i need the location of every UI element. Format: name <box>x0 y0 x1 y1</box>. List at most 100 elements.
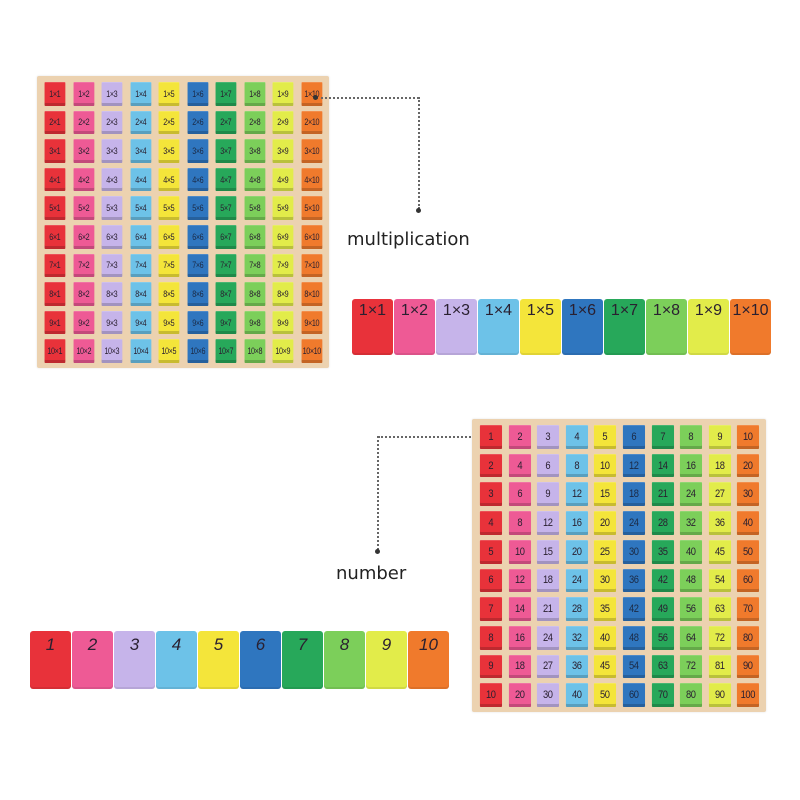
multiplication-tile[interactable]: 8×8 <box>244 282 265 306</box>
multiplication-strip-block[interactable]: 1×5 <box>520 299 561 355</box>
multiplication-tile[interactable]: 6×8 <box>244 225 265 249</box>
number-tile[interactable]: 45 <box>594 654 617 679</box>
multiplication-tile[interactable]: 10×1 <box>44 339 65 363</box>
number-tile[interactable]: 90 <box>737 654 760 679</box>
number-tile[interactable]: 7 <box>651 425 674 449</box>
multiplication-tile[interactable]: 10×2 <box>73 339 94 363</box>
number-tile[interactable]: 40 <box>594 625 617 650</box>
multiplication-tile[interactable]: 6×6 <box>187 225 208 249</box>
multiplication-tile[interactable]: 2×1 <box>44 110 65 135</box>
number-tile[interactable]: 21 <box>651 482 674 507</box>
multiplication-tile[interactable]: 5×5 <box>158 196 179 220</box>
number-tile[interactable]: 40 <box>680 539 702 564</box>
number-strip-block[interactable]: 4 <box>156 631 197 689</box>
multiplication-strip-block[interactable]: 1×3 <box>436 299 477 355</box>
number-tile[interactable]: 36 <box>708 511 731 535</box>
multiplication-tile[interactable]: 3×7 <box>215 139 236 163</box>
multiplication-tile[interactable]: 1×9 <box>272 82 293 106</box>
number-tile[interactable]: 27 <box>708 482 731 507</box>
multiplication-tile[interactable]: 8×6 <box>187 282 208 306</box>
number-tile[interactable]: 45 <box>708 539 731 564</box>
number-tile[interactable]: 20 <box>565 539 588 564</box>
multiplication-tile[interactable]: 5×3 <box>101 196 122 220</box>
multiplication-tile[interactable]: 8×4 <box>130 282 151 306</box>
number-tile[interactable]: 80 <box>680 683 702 707</box>
multiplication-strip-block[interactable]: 1×4 <box>478 299 519 355</box>
number-tile[interactable]: 3 <box>537 425 559 449</box>
multiplication-tile[interactable]: 5×2 <box>73 196 94 220</box>
number-tile[interactable]: 15 <box>537 539 559 564</box>
multiplication-tile[interactable]: 7×5 <box>158 253 179 278</box>
number-tile[interactable]: 5 <box>594 425 617 449</box>
multiplication-tile[interactable]: 9×3 <box>101 310 122 335</box>
number-tile[interactable]: 32 <box>680 511 702 535</box>
number-tile[interactable]: 35 <box>594 597 617 621</box>
multiplication-tile[interactable]: 3×5 <box>158 139 179 163</box>
number-tile[interactable]: 50 <box>594 683 617 707</box>
multiplication-tile[interactable]: 6×1 <box>44 225 65 249</box>
multiplication-tile[interactable]: 9×10 <box>301 310 322 335</box>
number-tile[interactable]: 1 <box>479 425 502 449</box>
number-tile[interactable]: 48 <box>622 625 645 650</box>
multiplication-tile[interactable]: 2×5 <box>158 110 179 135</box>
number-tile[interactable]: 32 <box>565 625 588 650</box>
number-tile[interactable]: 5 <box>479 539 502 564</box>
multiplication-tile[interactable]: 2×2 <box>73 110 94 135</box>
multiplication-tile[interactable]: 7×2 <box>73 253 94 278</box>
number-tile[interactable]: 60 <box>737 568 760 593</box>
multiplication-strip-block[interactable]: 1×10 <box>730 299 771 355</box>
multiplication-tile[interactable]: 1×7 <box>215 82 236 106</box>
multiplication-tile[interactable]: 10×10 <box>301 339 322 363</box>
multiplication-tile[interactable]: 2×9 <box>272 110 293 135</box>
multiplication-tile[interactable]: 4×6 <box>187 167 208 192</box>
multiplication-tile[interactable]: 10×3 <box>101 339 122 363</box>
multiplication-tile[interactable]: 5×10 <box>301 196 322 220</box>
multiplication-tile[interactable]: 4×2 <box>73 167 94 192</box>
multiplication-tile[interactable]: 1×2 <box>73 82 94 106</box>
number-strip-block[interactable]: 2 <box>72 631 113 689</box>
multiplication-tile[interactable]: 8×9 <box>272 282 293 306</box>
multiplication-tile[interactable]: 4×5 <box>158 167 179 192</box>
number-tile[interactable]: 28 <box>651 511 674 535</box>
number-tile[interactable]: 72 <box>680 654 702 679</box>
multiplication-tile[interactable]: 9×1 <box>44 310 65 335</box>
multiplication-tile[interactable]: 9×2 <box>73 310 94 335</box>
number-tile[interactable]: 24 <box>622 511 645 535</box>
number-tile[interactable]: 3 <box>479 482 502 507</box>
multiplication-tile[interactable]: 6×10 <box>301 225 322 249</box>
multiplication-tile[interactable]: 1×5 <box>158 82 179 106</box>
multiplication-tile[interactable]: 2×6 <box>187 110 208 135</box>
multiplication-tile[interactable]: 3×9 <box>272 139 293 163</box>
multiplication-tile[interactable]: 4×8 <box>244 167 265 192</box>
number-tile[interactable]: 24 <box>680 482 702 507</box>
multiplication-tile[interactable]: 6×9 <box>272 225 293 249</box>
multiplication-tile[interactable]: 6×7 <box>215 225 236 249</box>
number-tile[interactable]: 8 <box>565 453 588 478</box>
number-tile[interactable]: 48 <box>680 568 702 593</box>
multiplication-tile[interactable]: 3×4 <box>130 139 151 163</box>
multiplication-tile[interactable]: 5×4 <box>130 196 151 220</box>
number-tile[interactable]: 54 <box>708 568 731 593</box>
number-tile[interactable]: 2 <box>508 425 531 449</box>
multiplication-tile[interactable]: 10×6 <box>187 339 208 363</box>
multiplication-tile[interactable]: 7×7 <box>215 253 236 278</box>
multiplication-tile[interactable]: 2×3 <box>101 110 122 135</box>
number-tile[interactable]: 20 <box>594 511 617 535</box>
multiplication-tile[interactable]: 7×8 <box>244 253 265 278</box>
multiplication-tile[interactable]: 5×6 <box>187 196 208 220</box>
multiplication-tile[interactable]: 10×4 <box>130 339 151 363</box>
number-tile[interactable]: 81 <box>708 654 731 679</box>
multiplication-tile[interactable]: 3×8 <box>244 139 265 163</box>
number-tile[interactable]: 25 <box>594 539 617 564</box>
number-tile[interactable]: 63 <box>651 654 674 679</box>
number-tile[interactable]: 90 <box>708 683 731 707</box>
number-tile[interactable]: 42 <box>622 597 645 621</box>
multiplication-tile[interactable]: 6×2 <box>73 225 94 249</box>
multiplication-tile[interactable]: 3×3 <box>101 139 122 163</box>
multiplication-tile[interactable]: 9×4 <box>130 310 151 335</box>
multiplication-strip-block[interactable]: 1×9 <box>688 299 729 355</box>
number-tile[interactable]: 27 <box>537 654 559 679</box>
number-tile[interactable]: 56 <box>651 625 674 650</box>
number-tile[interactable]: 20 <box>737 453 760 478</box>
number-strip-block[interactable]: 5 <box>198 631 239 689</box>
